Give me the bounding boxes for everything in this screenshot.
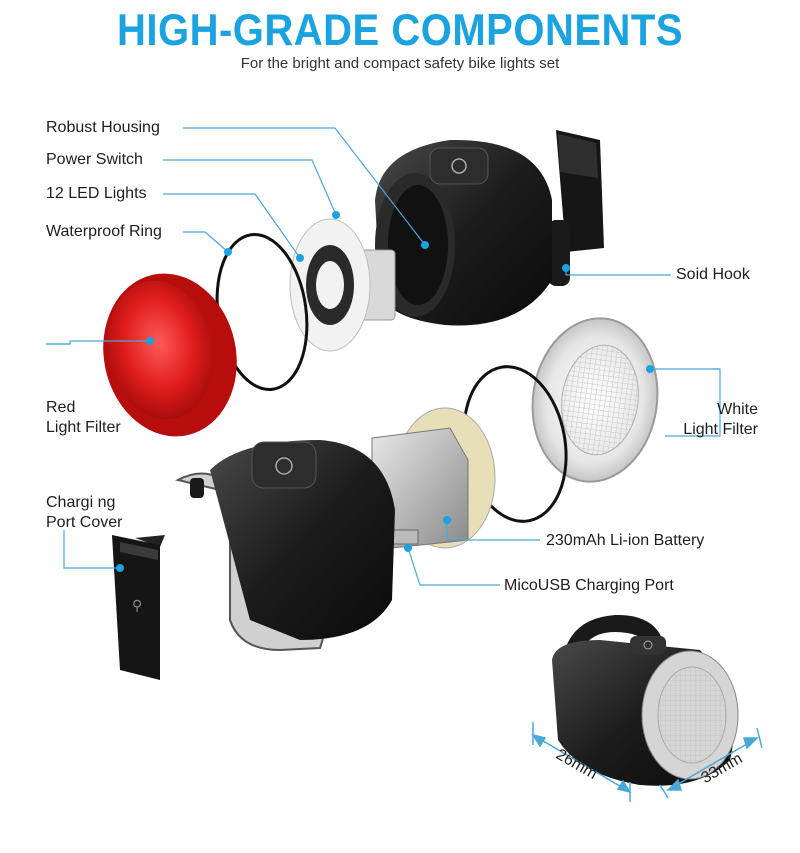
- label-power-switch: Power Switch: [46, 151, 143, 168]
- label-white-filter: White Light Filter: [683, 401, 758, 438]
- label-battery: 230mAh Li-ion Battery: [546, 532, 705, 549]
- red-filter-part: [103, 273, 237, 437]
- label-red-filter: Red Light Filter: [46, 399, 121, 436]
- label-solid-hook: Soid Hook: [676, 266, 750, 283]
- dimension-lines: [531, 722, 763, 802]
- label-waterproof-ring: Waterproof Ring: [46, 223, 162, 240]
- port-cover-part: ⚲: [112, 535, 165, 680]
- leader-dots: [116, 211, 654, 572]
- label-port-cover: Chargi ng Port Cover: [46, 494, 123, 531]
- top-housing-part: [375, 139, 552, 326]
- label-led-lights: 12 LED Lights: [46, 185, 147, 202]
- assembled-light: [552, 614, 739, 786]
- svg-text:⚲: ⚲: [132, 598, 142, 614]
- page-title: HIGH-GRADE COMPONENTS: [116, 6, 684, 56]
- label-robust-housing: Robust Housing: [46, 119, 160, 136]
- solid-hook-part: [548, 130, 604, 286]
- page-subtitle: For the bright and compact safety bike l…: [240, 55, 560, 72]
- label-usb-port: MicoUSB Charging Port: [504, 577, 674, 594]
- bottom-housing-part: [175, 440, 395, 652]
- led-board-part: [289, 218, 396, 352]
- white-filter-part: [531, 317, 659, 483]
